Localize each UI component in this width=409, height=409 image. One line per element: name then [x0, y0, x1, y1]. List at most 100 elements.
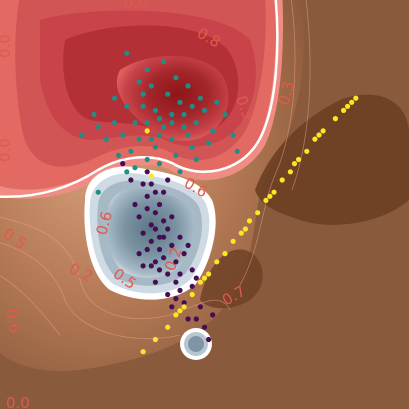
- teal-data-point: [197, 95, 203, 101]
- purple-data-point: [152, 210, 158, 216]
- purple-data-point: [136, 251, 142, 257]
- teal-data-point: [181, 124, 187, 130]
- purple-data-point: [206, 336, 212, 343]
- teal-data-point: [124, 50, 130, 56]
- purple-data-point: [152, 226, 158, 232]
- teal-data-point: [111, 95, 118, 101]
- purple-data-point: [165, 291, 171, 298]
- scatter-points: [79, 50, 359, 355]
- teal-data-point: [95, 189, 101, 195]
- blue-contour-region: [84, 166, 216, 300]
- contour-label: 0.3: [274, 79, 298, 107]
- teal-data-point: [156, 116, 163, 122]
- yellow-data-point: [189, 291, 195, 298]
- teal-data-point: [234, 148, 240, 154]
- teal-data-point: [169, 111, 175, 118]
- teal-data-point: [169, 120, 175, 126]
- purple-data-point: [210, 312, 216, 318]
- purple-data-point: [156, 246, 163, 253]
- purple-data-point: [144, 206, 150, 212]
- purple-data-point: [169, 304, 175, 310]
- teal-data-point: [156, 132, 163, 138]
- blue-contour-island: [180, 328, 212, 360]
- purple-data-point: [189, 283, 195, 289]
- contour-label: 0.6: [2, 308, 24, 335]
- teal-data-point: [181, 111, 187, 118]
- yellow-data-point: [242, 226, 248, 232]
- purple-data-point: [140, 230, 146, 236]
- teal-data-point: [177, 99, 183, 105]
- teal-data-point: [124, 169, 130, 175]
- teal-data-point: [193, 120, 199, 126]
- teal-data-point: [132, 165, 138, 171]
- purple-data-point: [156, 267, 163, 273]
- purple-data-point: [173, 296, 179, 302]
- teal-data-point: [161, 58, 167, 64]
- yellow-data-point: [148, 173, 154, 179]
- teal-data-point: [148, 136, 154, 142]
- purple-data-point: [161, 234, 167, 240]
- purple-data-point: [165, 226, 171, 232]
- teal-data-point: [173, 152, 179, 158]
- purple-data-point: [128, 177, 134, 183]
- yellow-data-point: [304, 148, 310, 154]
- purple-data-point: [197, 304, 203, 310]
- teal-data-point: [152, 107, 158, 113]
- teal-data-point: [156, 161, 163, 167]
- yellow-data-point: [287, 169, 293, 175]
- teal-data-point: [222, 111, 228, 118]
- teal-data-point: [173, 75, 179, 81]
- teal-data-point: [136, 79, 142, 85]
- contour-label: 0.6: [92, 209, 116, 237]
- contour-label: 0.0: [6, 394, 30, 409]
- yellow-data-point: [144, 128, 150, 134]
- teal-data-point: [95, 124, 101, 130]
- purple-data-point: [177, 271, 183, 277]
- contour-lines: [0, 0, 311, 340]
- purple-data-point: [144, 193, 150, 199]
- teal-data-point: [177, 169, 183, 175]
- yellow-data-point: [312, 136, 318, 142]
- teal-data-point: [136, 136, 142, 142]
- teal-data-point: [169, 136, 175, 142]
- purple-data-point: [144, 169, 150, 175]
- yellow-data-point: [238, 230, 244, 236]
- purple-data-point: [161, 189, 167, 195]
- yellow-data-point: [206, 271, 212, 277]
- teal-data-point: [116, 152, 122, 158]
- yellow-data-point: [279, 177, 285, 183]
- yellow-data-point: [353, 95, 359, 101]
- yellow-data-point: [332, 116, 338, 122]
- purple-data-point: [177, 287, 183, 293]
- teal-data-point: [189, 103, 195, 109]
- teal-data-point: [193, 156, 199, 163]
- teal-data-point: [206, 140, 212, 146]
- teal-data-point: [120, 132, 126, 138]
- yellow-data-point: [230, 238, 236, 244]
- teal-data-point: [210, 128, 216, 134]
- teal-data-point: [189, 144, 195, 150]
- purple-data-point: [201, 324, 208, 330]
- teal-data-point: [128, 148, 134, 154]
- yellow-data-point: [177, 308, 183, 314]
- teal-data-point: [161, 124, 167, 130]
- yellow-data-point: [165, 324, 171, 330]
- purple-data-point: [193, 316, 199, 322]
- purple-data-point: [156, 234, 163, 240]
- purple-data-point: [152, 259, 158, 265]
- yellow-data-point: [291, 161, 298, 167]
- contour-label: 0.0: [0, 34, 14, 58]
- teal-data-point: [185, 132, 191, 138]
- purple-data-point: [148, 222, 154, 228]
- yellow-data-point: [201, 275, 208, 281]
- teal-data-point: [144, 66, 150, 73]
- purple-data-point: [148, 181, 154, 187]
- yellow-data-point: [341, 107, 347, 113]
- purple-data-point: [165, 177, 171, 183]
- teal-data-point: [144, 156, 150, 163]
- teal-data-point: [185, 83, 191, 89]
- teal-data-point: [140, 103, 146, 109]
- purple-data-point: [181, 300, 187, 306]
- teal-data-point: [152, 144, 158, 150]
